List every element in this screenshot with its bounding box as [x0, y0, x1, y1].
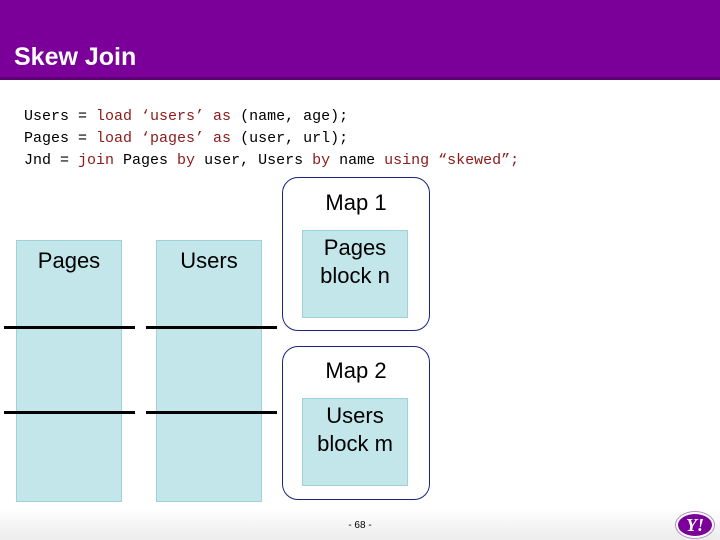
users-label: Users	[180, 248, 238, 273]
code-line-2: Pages = load ‘pages’ as (user, url);	[24, 130, 349, 147]
code-line-3: Jnd = join Pages by user, Users by name …	[24, 152, 520, 169]
users-column	[156, 240, 262, 502]
map1-label: Map 1	[325, 190, 387, 215]
map2-block-label-line1: Users	[326, 403, 384, 428]
yahoo-logo-icon: Y!	[676, 512, 714, 538]
map1-block-label-line1: Pages	[323, 235, 387, 260]
pages-partition-line-1	[4, 326, 135, 329]
pages-label: Pages	[37, 248, 101, 273]
code-line-1: Users = load ‘users’ as (name, age);	[24, 108, 349, 125]
code-block: Users = load ‘users’ as (name, age); Page…	[24, 106, 519, 172]
page-number: - 68 -	[348, 520, 372, 531]
header-bar: Skew Join	[0, 0, 720, 80]
map2-block	[302, 398, 408, 486]
slide-title: Skew Join	[14, 43, 137, 71]
pages-column	[16, 240, 122, 502]
footer-strip	[0, 508, 720, 540]
map1-block	[302, 230, 408, 318]
users-partition-line-2	[146, 411, 277, 414]
map2-label: Map 2	[325, 358, 387, 383]
pages-partition-line-2	[4, 411, 135, 414]
map2-block-label-line2: block m	[317, 431, 393, 456]
users-partition-line-1	[146, 326, 277, 329]
map1-block-label-line2: block n	[320, 263, 390, 288]
